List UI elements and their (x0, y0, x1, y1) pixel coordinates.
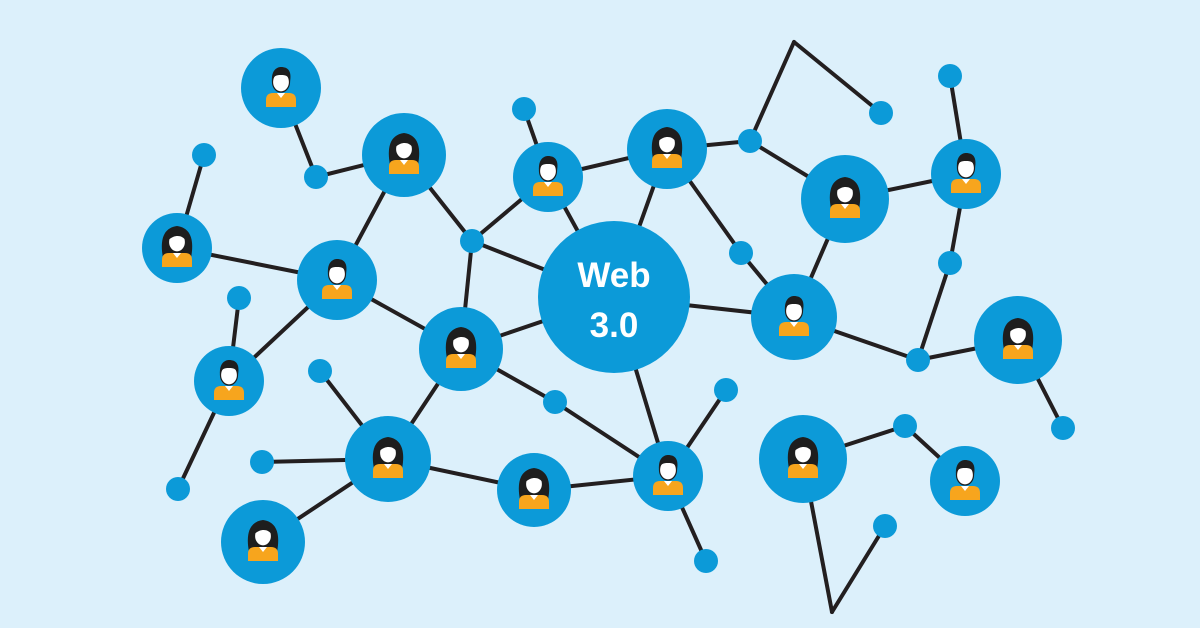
female-person-icon (372, 437, 404, 478)
male-person-icon (214, 360, 244, 400)
male-person-icon (779, 296, 809, 336)
person-node-p1 (241, 48, 321, 128)
male-person-icon (322, 259, 352, 299)
person-node-p12 (194, 346, 264, 416)
network-dot (227, 286, 251, 310)
network-dot (873, 514, 897, 538)
female-person-icon (445, 327, 477, 368)
person-node-p15 (633, 441, 703, 511)
person-node-p8 (297, 240, 377, 320)
network-dot (729, 241, 753, 265)
network-dot (192, 143, 216, 167)
female-person-icon (1002, 318, 1034, 359)
female-person-icon (651, 127, 683, 168)
female-person-icon (518, 468, 550, 509)
male-person-icon (266, 67, 296, 107)
person-node-p5 (801, 155, 889, 243)
network-dot (543, 390, 567, 414)
network-dot (893, 414, 917, 438)
person-node-p18 (221, 500, 305, 584)
hub-label-line2: 3.0 (590, 306, 639, 345)
person-node-p9 (419, 307, 503, 391)
person-node-p13 (345, 416, 431, 502)
web3-hub-node: Web 3.0 (538, 221, 690, 373)
network-edge (916, 261, 952, 362)
female-person-icon (161, 226, 193, 267)
person-node-p2 (362, 113, 446, 197)
male-person-icon (533, 156, 563, 196)
network-dot (938, 64, 962, 88)
network-dot (308, 359, 332, 383)
network-edge (792, 40, 883, 115)
network-dot (250, 450, 274, 474)
network-dot (304, 165, 328, 189)
network-dot (738, 129, 762, 153)
network-people (142, 48, 1062, 584)
network-dot (1051, 416, 1075, 440)
female-person-icon (787, 437, 819, 478)
network-dot (906, 348, 930, 372)
network-dot (869, 101, 893, 125)
male-person-icon (950, 460, 980, 500)
person-node-p4 (627, 109, 707, 189)
female-person-icon (829, 177, 861, 218)
network-edge (748, 40, 796, 143)
network-dot (714, 378, 738, 402)
female-person-icon (388, 133, 420, 174)
person-node-p11 (974, 296, 1062, 384)
person-node-p17 (930, 446, 1000, 516)
network-dot (166, 477, 190, 501)
person-node-p3 (513, 142, 583, 212)
female-person-icon (247, 520, 279, 561)
person-node-p6 (931, 139, 1001, 209)
male-person-icon (653, 455, 683, 495)
network-dot (694, 549, 718, 573)
network-dot (938, 251, 962, 275)
network-dot (512, 97, 536, 121)
hub-label-line1: Web (577, 256, 650, 295)
person-node-p14 (497, 453, 571, 527)
person-node-p7 (142, 213, 212, 283)
network-dot (460, 229, 484, 253)
network-dots (166, 64, 1075, 573)
person-node-p16 (759, 415, 847, 503)
male-person-icon (951, 153, 981, 193)
person-node-p10 (751, 274, 837, 360)
network-edge (830, 524, 887, 614)
